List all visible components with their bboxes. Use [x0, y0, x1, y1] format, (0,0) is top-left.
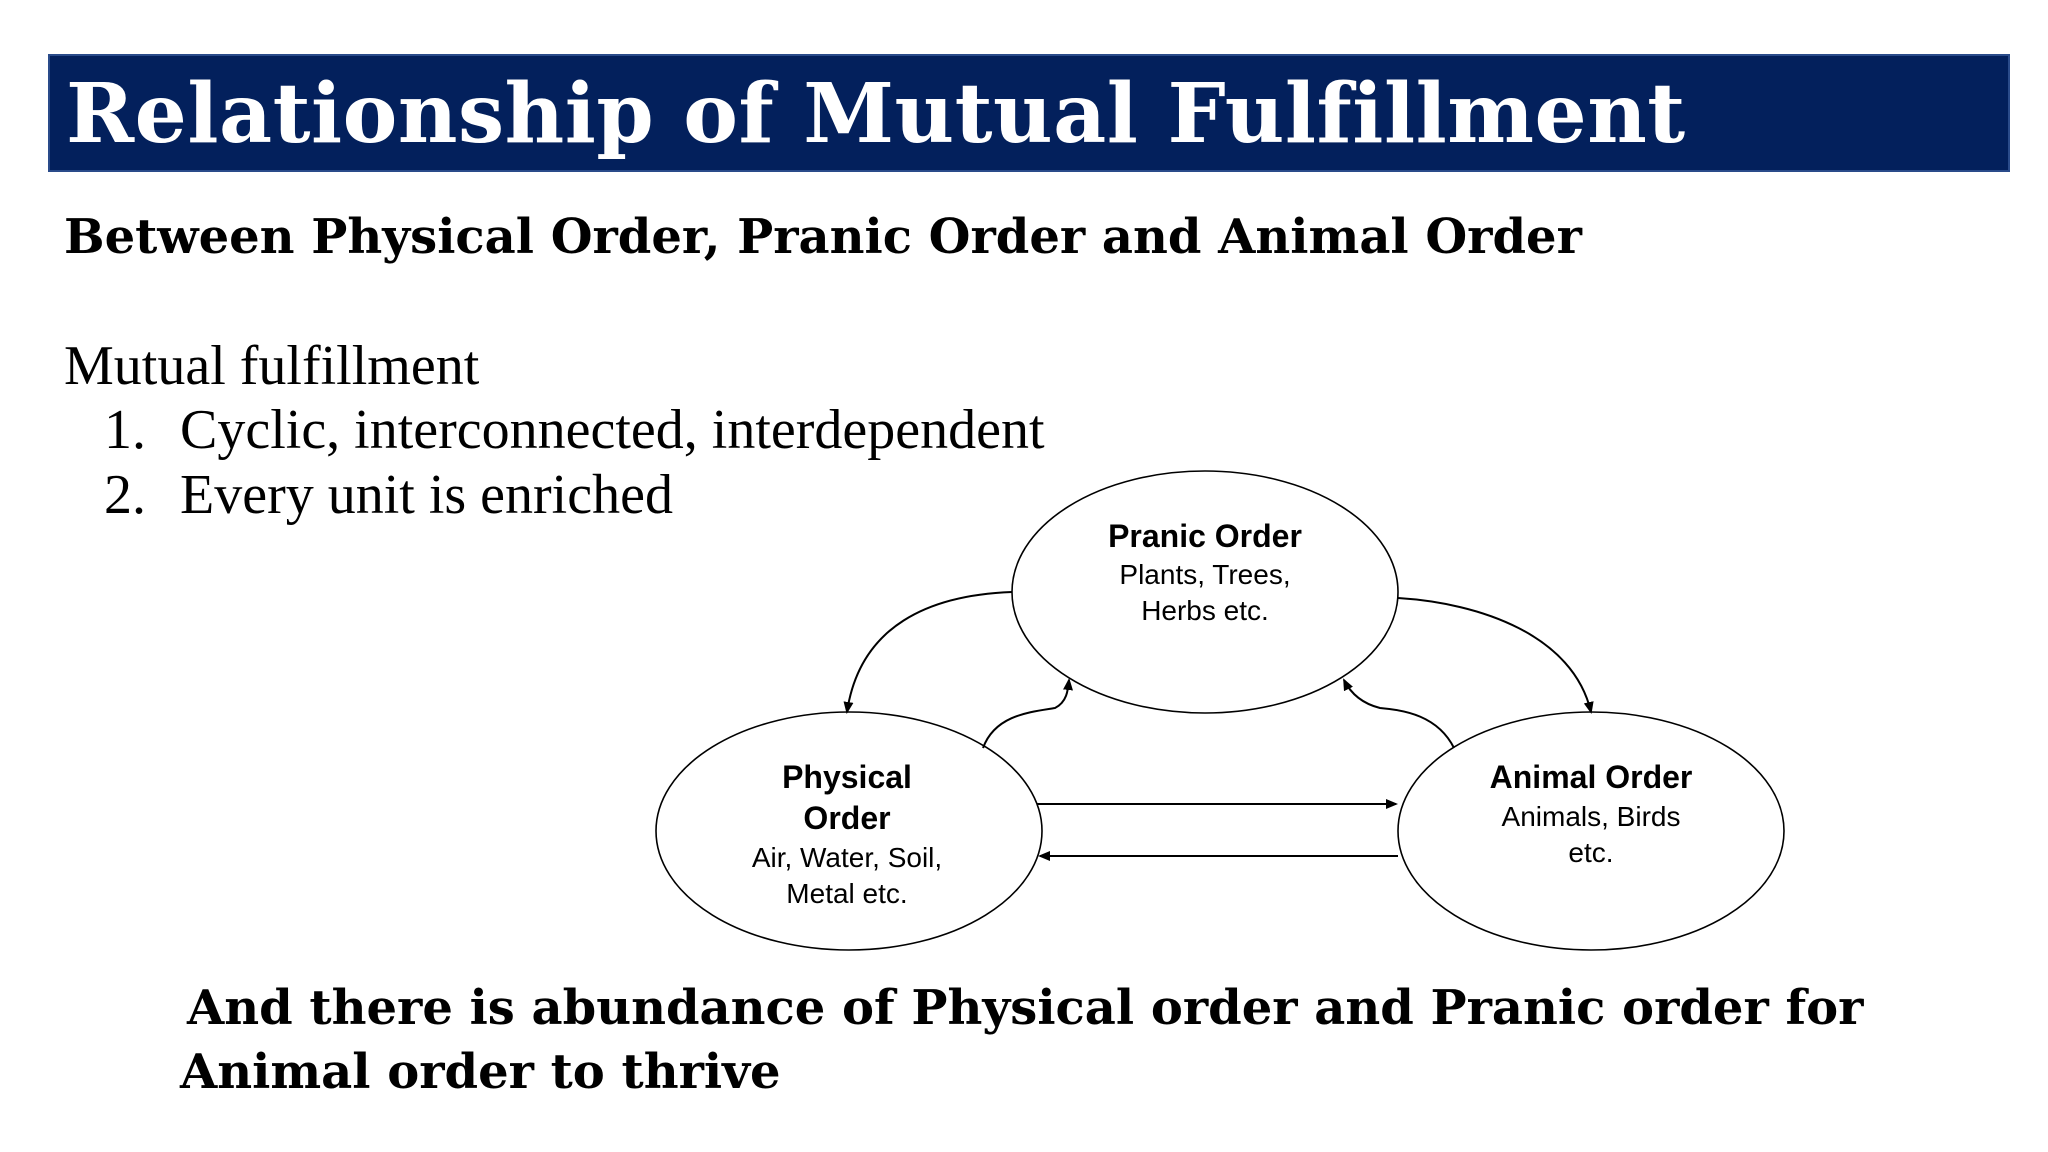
physical-order-title-line2: Order — [803, 800, 890, 836]
list-item: 1. Cyclic, interconnected, interdependent — [104, 398, 1045, 463]
animal-order-line1: Animals, Birds — [1502, 801, 1681, 832]
pranic-order-line1: Plants, Trees, — [1119, 559, 1290, 590]
conclusion-line2: Animal order to thrive — [180, 1044, 781, 1100]
physical-order-line1: Air, Water, Soil, — [752, 842, 942, 873]
arrow-pranic-to-animal — [1397, 597, 1594, 714]
list-text: Every unit is enriched — [180, 464, 673, 526]
arrow-physical-to-pranic — [982, 678, 1073, 749]
physical-order-title-line1: Physical — [782, 759, 912, 795]
arrow-pranic-to-physical — [843, 591, 1013, 714]
arrow-animal-to-pranic — [1343, 678, 1455, 749]
pranic-order-line2: Herbs etc. — [1141, 595, 1269, 626]
list-number: 2. — [104, 464, 146, 526]
pranic-order-title: Pranic Order — [1108, 518, 1302, 554]
pranic-order-node — [1011, 470, 1399, 714]
slide-title: Relationship of Mutual Fulfillment — [66, 66, 1686, 162]
conclusion-line1: And there is abundance of Physical order… — [187, 980, 1864, 1036]
conclusion: And there is abundance of Physical order… — [180, 976, 1863, 1104]
list-item: 2. Every unit is enriched — [104, 463, 1045, 528]
physical-order-line2: Metal etc. — [786, 878, 907, 909]
animal-order-line2: etc. — [1568, 837, 1613, 868]
list-text: Cyclic, interconnected, interdependent — [180, 399, 1045, 461]
title-bar: Relationship of Mutual Fulfillment — [48, 54, 2010, 172]
intro-text: Mutual fulfillment — [64, 335, 480, 397]
animal-order-title: Animal Order — [1490, 759, 1693, 795]
list-number: 1. — [104, 399, 146, 461]
points-list: 1. Cyclic, interconnected, interdependent… — [104, 398, 1045, 528]
slide-subtitle: Between Physical Order, Pranic Order and… — [64, 209, 1582, 265]
